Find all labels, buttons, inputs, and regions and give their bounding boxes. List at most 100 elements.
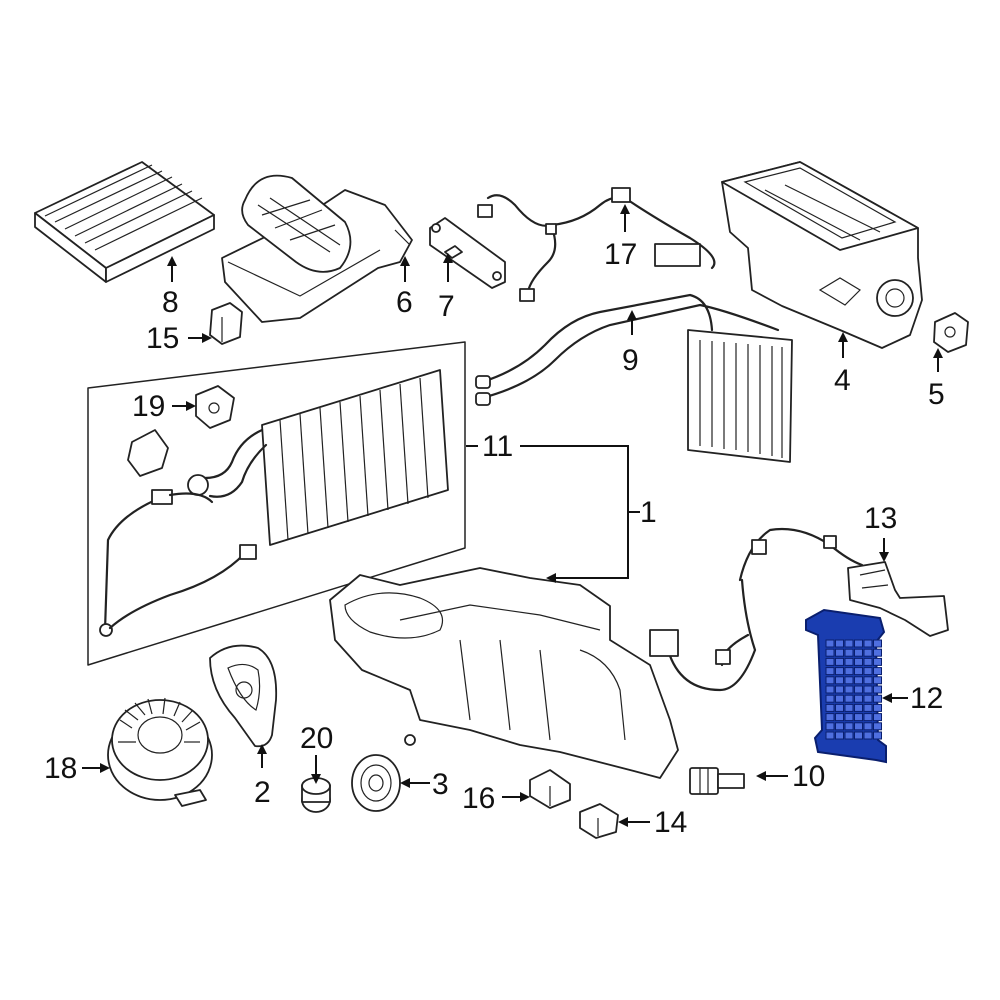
ptc-grid-cell: [863, 676, 873, 685]
part-4-distribution-housing[interactable]: [721, 161, 923, 349]
ptc-grid-cell: [863, 694, 873, 703]
ptc-grid-cell: [825, 694, 835, 703]
callout-19[interactable]: 19: [132, 390, 165, 423]
ptc-grid-cell: [873, 676, 882, 685]
ptc-grid-cell: [825, 703, 835, 712]
ptc-grid-cell: [825, 713, 835, 722]
ptc-grid-cell: [863, 667, 873, 676]
ptc-grid-cell: [825, 648, 835, 657]
ptc-grid-cell: [854, 713, 863, 722]
part-13-harness[interactable]: [649, 527, 949, 692]
ptc-grid-cell: [854, 676, 863, 685]
part-18-blower-motor[interactable]: [107, 697, 213, 807]
ptc-grid-cell: [844, 731, 854, 740]
ptc-grid-cell: [835, 639, 844, 648]
callout-7[interactable]: 7: [438, 290, 455, 323]
ptc-grid-cell: [863, 713, 873, 722]
callout-13[interactable]: 13: [864, 502, 897, 535]
ptc-grid-cell: [854, 685, 863, 694]
callout-1[interactable]: 1: [640, 496, 657, 529]
ptc-grid-cell: [844, 667, 854, 676]
ptc-grid-cell: [825, 676, 835, 685]
ptc-heater-grid: [825, 639, 882, 740]
ptc-grid-cell: [873, 685, 882, 694]
ptc-grid-cell: [844, 722, 854, 731]
part-10-sensor[interactable]: [689, 767, 745, 795]
ptc-grid-cell: [835, 676, 844, 685]
callout-6[interactable]: 6: [396, 286, 413, 319]
ptc-grid-cell: [873, 657, 882, 666]
ptc-grid-cell: [825, 731, 835, 740]
callout-11[interactable]: 11: [482, 430, 513, 463]
callout-15[interactable]: 15: [146, 322, 179, 355]
part-14-module[interactable]: [579, 803, 619, 839]
part-5-actuator[interactable]: [933, 312, 969, 353]
ptc-grid-cell: [835, 713, 844, 722]
ptc-grid-cell: [854, 648, 863, 657]
ptc-grid-cell: [863, 685, 873, 694]
ptc-grid-cell: [854, 722, 863, 731]
evaporator-temp-sensor[interactable]: [99, 429, 257, 637]
callout-20[interactable]: 20: [300, 722, 333, 755]
ptc-grid-cell: [844, 639, 854, 648]
ptc-grid-cell: [863, 657, 873, 666]
ptc-grid-cell: [844, 657, 854, 666]
ptc-grid-cell: [873, 722, 882, 731]
ptc-grid-cell: [873, 713, 882, 722]
callout-14[interactable]: 14: [654, 806, 687, 839]
part-19-sensor[interactable]: [195, 385, 235, 429]
part-9-heater-core[interactable]: [475, 293, 793, 463]
part-12-ptc-heater[interactable]: [805, 608, 887, 764]
part-7-bracket[interactable]: [429, 217, 506, 289]
ptc-grid-cell: [825, 639, 835, 648]
callout-5[interactable]: 5: [928, 378, 945, 411]
ptc-grid-cell: [835, 648, 844, 657]
ptc-grid-cell: [825, 685, 835, 694]
part-2-seal[interactable]: [209, 644, 278, 748]
part-20-bushing[interactable]: [301, 777, 331, 813]
callout-9[interactable]: 9: [622, 344, 639, 377]
ptc-grid-cell: [854, 639, 863, 648]
callout-10[interactable]: 10: [792, 760, 825, 793]
ptc-grid-cell: [873, 694, 882, 703]
ptc-grid-cell: [825, 667, 835, 676]
callout-16[interactable]: 16: [462, 782, 495, 815]
ptc-grid-cell: [835, 694, 844, 703]
ptc-grid-cell: [873, 648, 882, 657]
callout-17[interactable]: 17: [604, 238, 637, 271]
ptc-grid-cell: [854, 667, 863, 676]
ptc-grid-cell: [835, 685, 844, 694]
part-17-wire-harness[interactable]: [477, 187, 716, 302]
callout-3[interactable]: 3: [432, 768, 449, 801]
ptc-grid-cell: [835, 667, 844, 676]
ptc-grid-cell: [825, 722, 835, 731]
ptc-grid-cell: [844, 703, 854, 712]
ptc-grid-cell: [863, 731, 873, 740]
part-8-cabin-filter[interactable]: [34, 161, 215, 283]
ptc-grid-cell: [844, 676, 854, 685]
callout-12[interactable]: 12: [910, 682, 943, 715]
callout-labels: 1 2 3 4 5 6 7 8 9 10 11 12 13 14 15 16 1…: [44, 238, 945, 839]
part-11-evaporator[interactable]: [187, 369, 449, 546]
ptc-grid-cell: [854, 731, 863, 740]
ptc-grid-cell: [873, 667, 882, 676]
callout-2[interactable]: 2: [254, 776, 271, 809]
ptc-grid-cell: [844, 648, 854, 657]
ptc-grid-cell: [844, 685, 854, 694]
part-3-grommet[interactable]: [351, 754, 401, 812]
callout-4[interactable]: 4: [834, 364, 851, 397]
ptc-grid-cell: [835, 722, 844, 731]
part-6-inlet-housing[interactable]: [221, 174, 413, 323]
ptc-grid-cell: [863, 722, 873, 731]
callout-18[interactable]: 18: [44, 752, 77, 785]
ptc-grid-cell: [873, 703, 882, 712]
ptc-grid-cell: [854, 703, 863, 712]
part-1-hvac-case[interactable]: [329, 567, 679, 779]
ptc-grid-cell: [854, 694, 863, 703]
ptc-grid-cell: [835, 731, 844, 740]
part-16-connector[interactable]: [529, 769, 571, 809]
callout-8[interactable]: 8: [162, 286, 179, 319]
part-15-clip[interactable]: [209, 302, 243, 345]
